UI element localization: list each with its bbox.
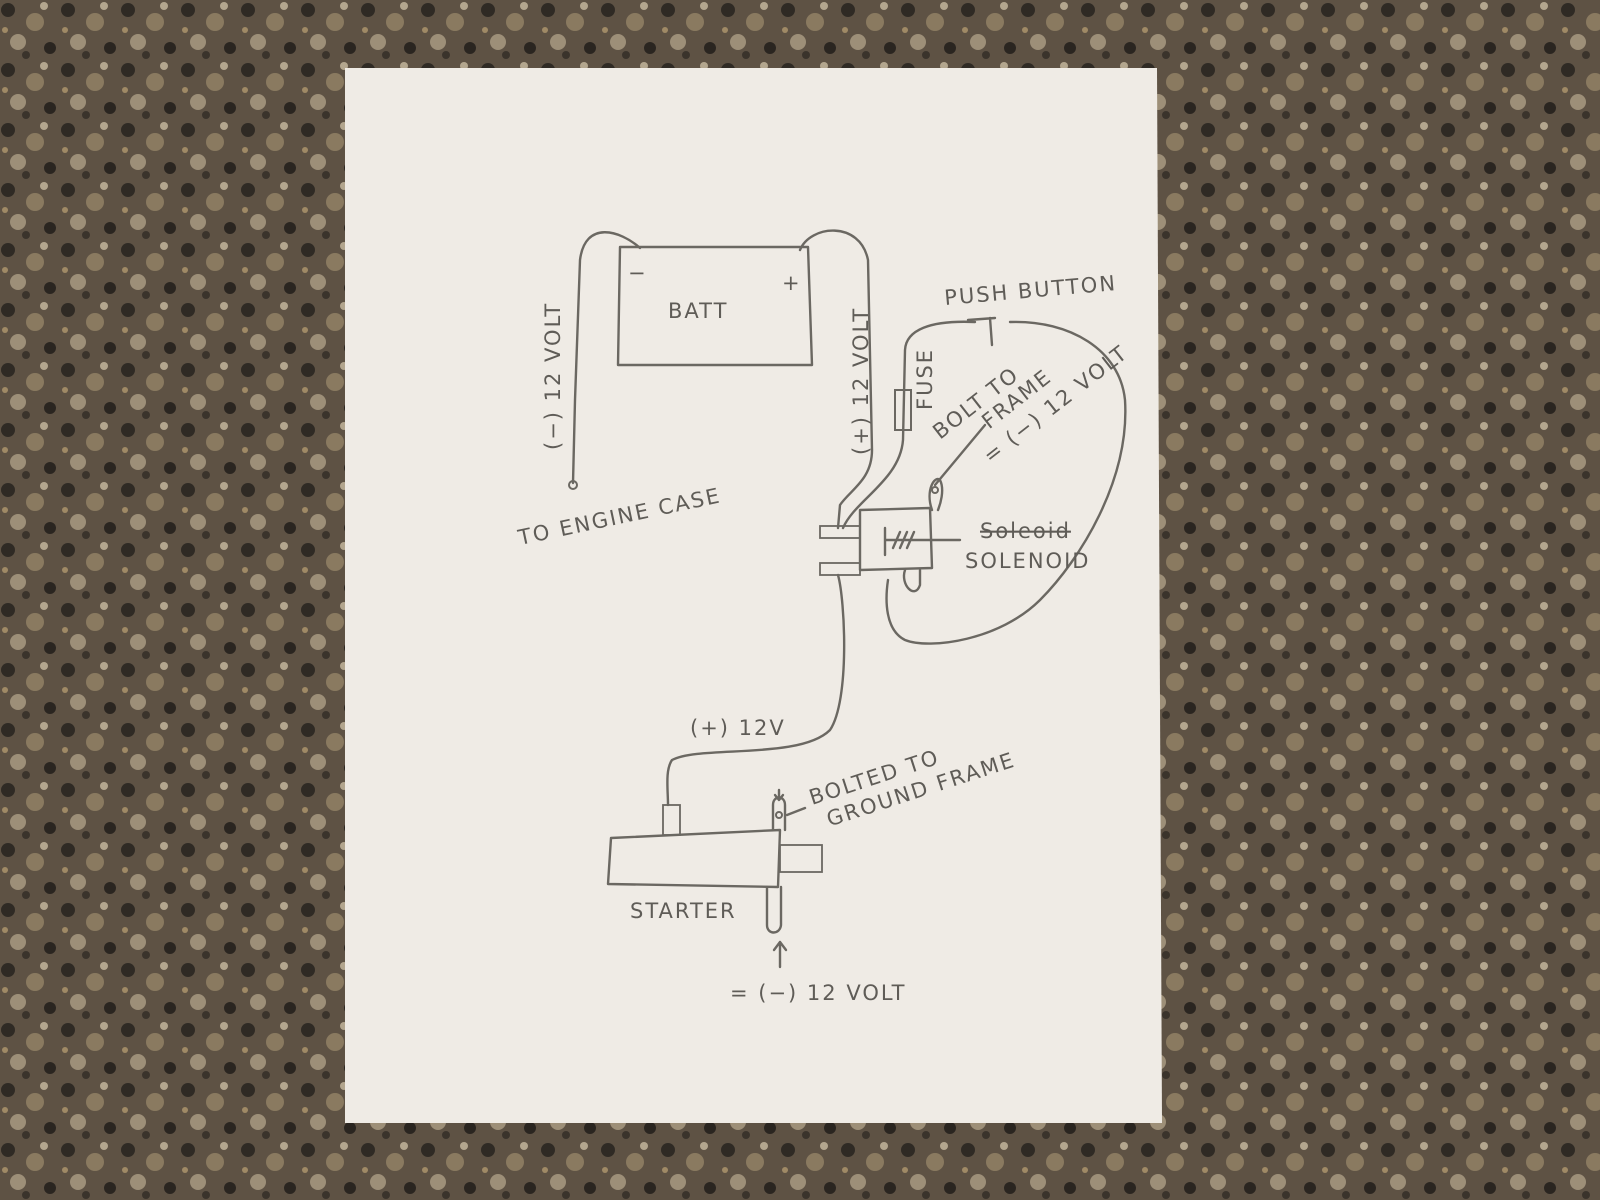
push-button-return-wire — [885, 320, 1127, 645]
battery: BATT − + — [616, 245, 814, 367]
solenoid-label: SOLENOID — [965, 549, 1090, 573]
solenoid-ground-leader — [933, 423, 987, 487]
starter-negative-label: = (−) 12 VOLT — [730, 981, 907, 1005]
solenoid-struck-label: Soleoid — [980, 519, 1071, 543]
battery-label: BATT — [668, 299, 728, 323]
fuse-label: FUSE — [913, 348, 937, 410]
negative-cable-label: (−) 12 VOLT — [541, 302, 565, 450]
fuse-wire — [841, 320, 977, 530]
starter-cable-label: (+) 12V — [690, 716, 786, 740]
starter-motor — [606, 788, 823, 969]
starter-label: STARTER — [630, 899, 737, 923]
fuse-symbol — [894, 389, 912, 431]
push-button-symbol — [966, 316, 997, 347]
starter-cable — [666, 573, 846, 807]
paper-sheet — [345, 68, 1162, 1123]
battery-negative-terminal: − — [628, 261, 648, 285]
battery-positive-terminal: + — [782, 271, 802, 295]
starter-ground-leader — [785, 806, 807, 817]
engine-case-terminal — [568, 480, 578, 490]
positive-cable — [798, 229, 874, 530]
negative-cable — [571, 231, 642, 485]
positive-cable-label: (+) 12 VOLT — [849, 307, 873, 455]
